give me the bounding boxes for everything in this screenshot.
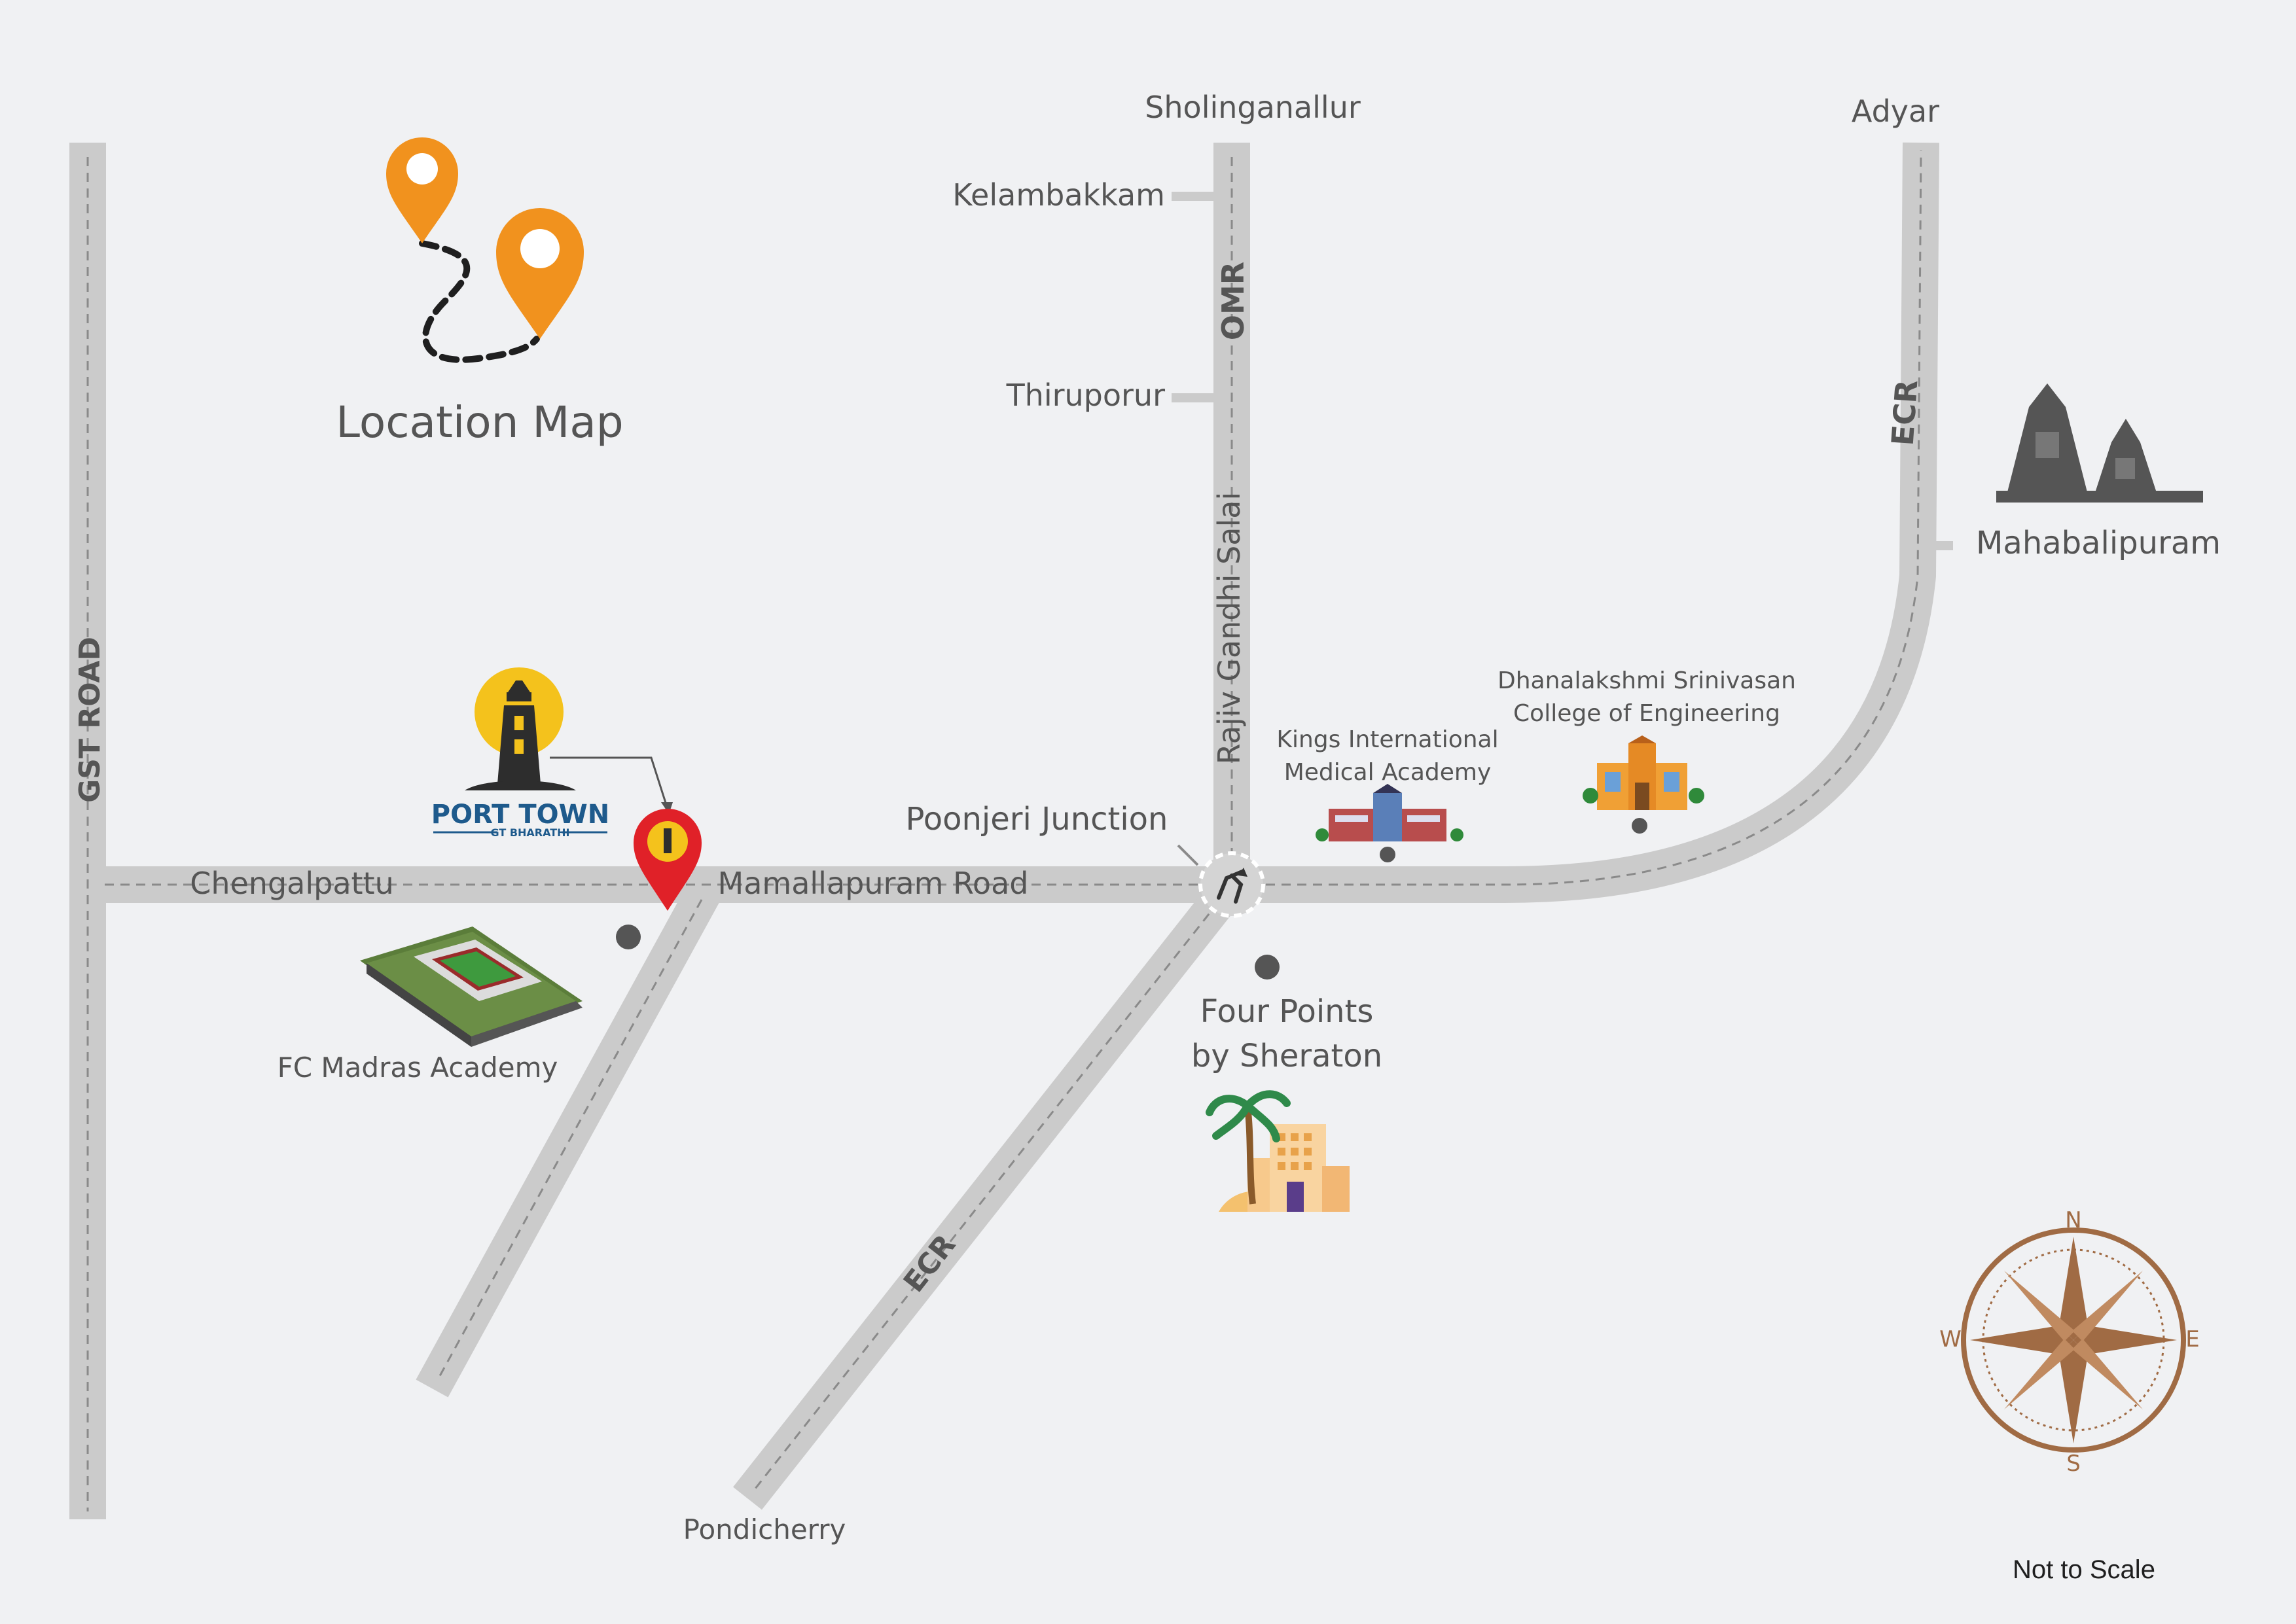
- roundabout-arrow-icon: [1217, 870, 1244, 904]
- brand-sub: GT BHARATHI: [490, 826, 569, 839]
- college-building-icon: [1583, 735, 1704, 810]
- mamallapuram-road-label: Mamallapuram Road: [718, 866, 1029, 901]
- kelambakkam-label: Kelambakkam: [952, 177, 1165, 213]
- fc-madras-dot: [616, 925, 641, 949]
- hospital-building-icon: [1316, 784, 1463, 841]
- orange-pin-large-hole: [520, 229, 560, 268]
- compass-south: S: [2066, 1451, 2081, 1477]
- compass-rose-icon: [1961, 1227, 2186, 1453]
- compass-east: E: [2185, 1326, 2199, 1352]
- sheraton-label-line1: Four Points: [1200, 993, 1374, 1030]
- poonjeri-junction-label: Poonjeri Junction: [906, 801, 1168, 838]
- orange-pin-small-hole: [406, 153, 438, 185]
- ecr-north-dash: [1250, 150, 1922, 886]
- compass-west: W: [1939, 1326, 1962, 1352]
- dhanalakshmi-label-line2: College of Engineering: [1513, 700, 1780, 727]
- kings-label-line1: Kings International: [1276, 726, 1498, 753]
- brand-name: PORT TOWN: [431, 800, 609, 830]
- pondicherry-label: Pondicherry: [683, 1513, 846, 1545]
- hotel-palm-icon: [1206, 1090, 1350, 1212]
- fc-madras-label: FC Madras Academy: [278, 1051, 558, 1084]
- dhanalakshmi-label-line1: Dhanalakshmi Srinivasan: [1498, 667, 1796, 694]
- dotted-route-icon: [419, 240, 540, 363]
- orange-pin-small-icon: [386, 137, 458, 243]
- orange-pin-large-icon: [496, 208, 584, 339]
- kings-dot: [1380, 847, 1395, 862]
- stadium-icon: [360, 927, 583, 1047]
- not-to-scale-note: Not to Scale: [2013, 1555, 2155, 1584]
- roundabout-arrowhead-icon: [1238, 868, 1247, 877]
- omr-label: OMR: [1215, 262, 1251, 340]
- roundabout: [1177, 844, 1265, 918]
- port-town-logo: PORT TOWN GT BHARATHI: [431, 667, 673, 839]
- dhanalakshmi-dot: [1632, 818, 1647, 834]
- rajiv-gandhi-salai-label: Rajiv Gandhi Salai: [1211, 492, 1247, 764]
- sholinganallur-label: Sholinganallur: [1145, 90, 1361, 125]
- mahabalipuram-label: Mahabalipuram: [1976, 525, 2221, 561]
- adyar-label: Adyar: [1852, 94, 1939, 129]
- compass-north: N: [2065, 1207, 2081, 1233]
- kings-label-line2: Medical Academy: [1284, 759, 1492, 786]
- page-title: Location Map: [336, 397, 623, 448]
- sheraton-label-line2: by Sheraton: [1191, 1038, 1382, 1074]
- location-map-icon: [386, 137, 584, 363]
- poonjeri-leader: [1177, 844, 1199, 866]
- gst-road-label: GST ROAD: [73, 637, 107, 803]
- access-road-dash: [436, 899, 703, 1381]
- shore-temple-icon: [1996, 383, 2203, 503]
- site-pin-icon: [634, 809, 702, 911]
- red-pin-lighthouse: [664, 828, 672, 853]
- ecr-north-label: ECR: [1885, 379, 1925, 447]
- chengalpattu-label: Chengalpattu: [190, 866, 394, 901]
- roundabout-ring: [1198, 851, 1265, 918]
- sheraton-dot: [1255, 955, 1280, 980]
- logo-pointer-line: [550, 756, 668, 805]
- thiruporur-label: Thiruporur: [1006, 378, 1166, 413]
- lighthouse-icon: [465, 680, 576, 790]
